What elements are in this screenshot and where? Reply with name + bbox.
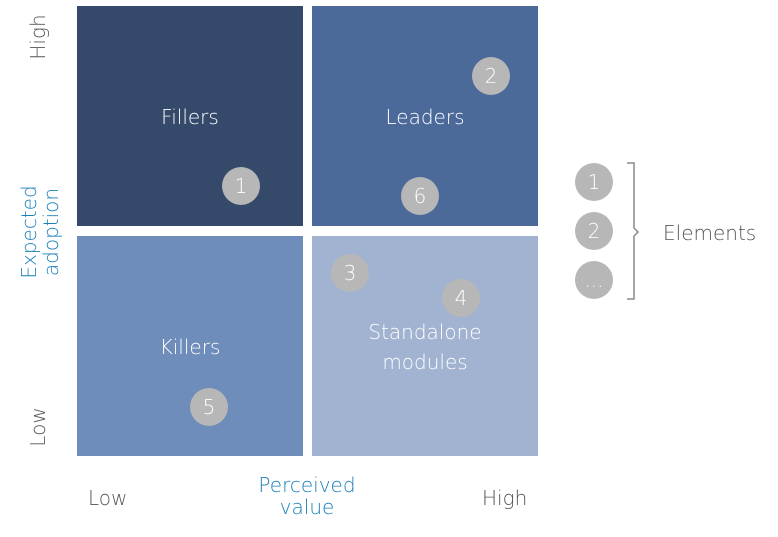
quadrant-fillers: Fillers 1 — [77, 6, 303, 226]
y-axis-title-line1: Expected — [17, 185, 41, 279]
marker-1: 1 — [222, 167, 260, 205]
quadrant-standalone-modules: Standalone modules 3 4 — [312, 236, 538, 456]
marker-5: 5 — [190, 388, 228, 426]
x-axis-low-label: Low — [88, 486, 128, 510]
legend-item-1: 1 — [575, 163, 613, 201]
quadrant-label-standalone-modules: Standalone modules — [312, 317, 538, 377]
y-axis-title: Expected adoption — [17, 157, 68, 307]
quadrant-label-killers: Killers — [159, 335, 221, 359]
legend-item-ellipsis: ... — [575, 261, 613, 299]
legend-label: Elements — [663, 221, 757, 245]
quadrant-label-fillers: Fillers — [161, 105, 219, 129]
quadrant-label-line1: Standalone — [368, 320, 482, 344]
marker-4: 4 — [442, 279, 480, 317]
legend-brace-icon — [627, 162, 640, 300]
marker-3: 3 — [331, 254, 369, 292]
legend-item-2: 2 — [575, 212, 613, 250]
quadrant-label-line2: modules — [382, 350, 468, 374]
y-axis-title-line2: adoption — [39, 187, 63, 277]
marker-6: 6 — [401, 177, 439, 215]
x-axis-title: Perceived value — [252, 474, 362, 518]
quadrant-killers: Killers 5 — [77, 236, 303, 456]
y-axis-high-label: High — [26, 14, 50, 60]
y-axis-low-label: Low — [26, 407, 50, 447]
x-axis-title-line2: value — [279, 495, 335, 519]
x-axis-title-line1: Perceived — [258, 473, 356, 497]
quadrant-leaders: Leaders 2 6 — [312, 6, 538, 226]
quadrant-label-leaders: Leaders — [385, 105, 465, 129]
marker-2: 2 — [472, 57, 510, 95]
x-axis-high-label: High — [482, 486, 528, 510]
